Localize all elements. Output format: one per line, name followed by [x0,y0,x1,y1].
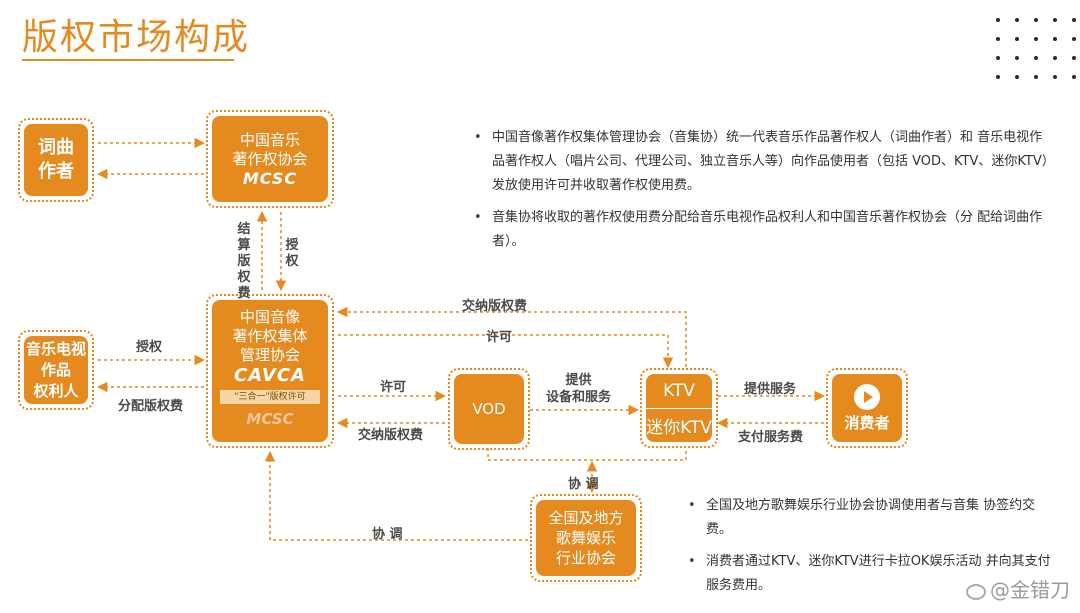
cavca-line1: 中国音像 [239,308,300,326]
decorative-dot [1053,37,1057,41]
decorative-dot [1072,37,1076,41]
label-license-top: 许可 [486,330,513,345]
cavca-brand: CAVCA [234,365,306,386]
bullet-item: 消费者通过KTV、迷你KTV进行卡拉OK娱乐活动 并向其支付服务费用。 [684,550,1060,598]
watermark-text: @金错刀 [990,578,1070,602]
title-underline [22,59,234,61]
decorative-dot [1053,18,1057,22]
label-provide-service: 提供服务 [744,382,797,397]
bullets-top: 中国音像著作权集体管理协会（音集协）统一代表音乐作品著作权人（词曲作者）和 音乐… [470,126,1054,262]
mcsc-line1: 中国音乐 [239,130,300,149]
decorative-dot [1015,18,1019,22]
cavca-mcsc-watermark: MCSC [246,410,294,428]
node-music-video-owner: 音乐电视 作品 权利人 [18,330,94,410]
consumer-label: 消费者 [844,413,890,432]
watermark: @金错刀 [966,574,1070,603]
lyricist-label: 词曲 作者 [38,137,74,182]
label-pay-service-fee: 支付服务费 [738,430,804,445]
label-distribute-fee: 分配版权费 [118,399,184,414]
decorative-dot [1053,75,1057,79]
node-cavca: 中国音像 著作权集体 管理协会 CAVCA "三合一"版权许可 MCSC [206,294,334,448]
cavca-line2: 著作权集体 [232,327,308,345]
mcsc-line2: 著作权协会 [232,149,308,168]
decorative-dot [996,37,1000,41]
decorative-dot [1072,75,1076,79]
vod-label: VOD [472,399,506,418]
node-lyricist: 词曲 作者 [18,118,94,202]
decorative-dot [996,18,1000,22]
node-consumer: 消费者 [826,368,908,448]
node-ktv: KTV 迷你KTV [640,368,718,448]
decorative-dot [1015,75,1019,79]
play-icon [854,383,880,410]
owner-label: 音乐电视 作品 权利人 [25,339,86,400]
decorative-dot [1053,56,1057,60]
label-pay-fee-top: 交纳版权费 [462,299,528,314]
mini-ktv-label: 迷你KTV [646,417,712,438]
decorative-dot [1015,37,1019,41]
node-mcsc: 中国音乐 著作权协会 MCSC [206,110,334,208]
ktv-label: KTV [663,380,695,401]
cavca-license-band: "三合一"版权许可 [220,390,320,404]
decorative-dot [996,75,1000,79]
decorative-dot [1034,18,1038,22]
page-title: 版权市场构成 [22,17,251,58]
decorative-dot [1034,37,1038,41]
label-license-vod: 许可 [380,380,407,395]
decorative-dot [1034,75,1038,79]
association-label: 全国及地方 歌舞娱乐 行业协会 [548,509,624,567]
decorative-dot [1034,56,1038,60]
decorative-dot [996,56,1000,60]
label-settle-fee: 结算版权费 [237,222,251,301]
bullet-item: 全国及地方歌舞娱乐行业协会协调使用者与音集 协签约交费。 [684,494,1060,542]
label-coordinate-vertical: 协 调 [568,477,599,492]
node-association: 全国及地方 歌舞娱乐 行业协会 [530,494,642,582]
cavca-line3: 管理协会 [239,346,300,364]
bullet-item: 音集协将收取的著作权使用费分配给音乐电视作品权利人和中国音乐著作权协会（分 配给… [470,206,1054,254]
label-pay-fee-vod: 交纳版权费 [358,428,424,443]
label-provide-equipment: 提供 设备和服务 [546,373,612,405]
decorative-dot [1015,56,1019,60]
bullet-item: 中国音像著作权集体管理协会（音集协）统一代表音乐作品著作权人（词曲作者）和 音乐… [470,126,1054,198]
watermark-logo-icon [966,583,986,600]
label-authorize-vertical: 授权 [285,238,299,269]
label-coordinate-horizontal: 协 调 [372,527,403,542]
bullets-bottom: 全国及地方歌舞娱乐行业协会协调使用者与音集 协签约交费。 消费者通过KTV、迷你… [684,494,1060,606]
node-vod: VOD [448,368,530,450]
decorative-dot [1072,18,1076,22]
decorative-dot [1072,56,1076,60]
label-authorize: 授权 [136,340,163,355]
mcsc-brand: MCSC [242,168,298,188]
